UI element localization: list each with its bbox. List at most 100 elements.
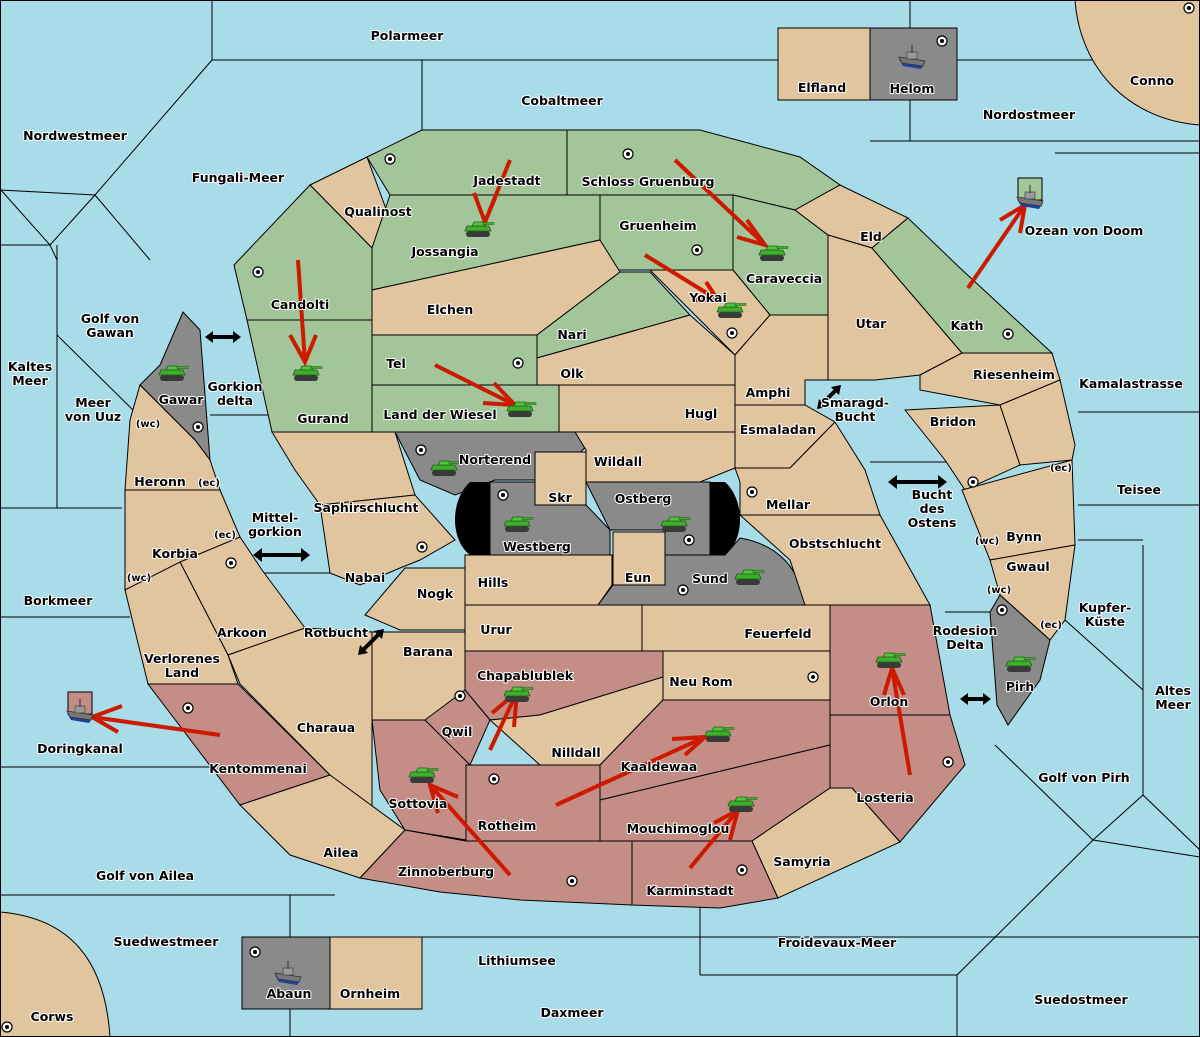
land-label-orlon: Orlon — [870, 694, 909, 709]
land-label-elchen: Elchen — [427, 302, 474, 317]
tank-icon[interactable] — [758, 245, 789, 261]
land-label-arkoon: Arkoon — [217, 625, 267, 640]
sea-label-fungali: Fungali-Meer — [192, 170, 285, 185]
land-label-wiesel: Land der Wiesel — [383, 407, 496, 422]
land-gwaul[interactable] — [989, 544, 1076, 641]
sea-label-mittelgorkion: Mittel-gorkion — [248, 510, 302, 539]
land-ornheim[interactable] — [329, 936, 423, 1010]
supply-center-icon — [415, 444, 427, 456]
land-feuerfeld[interactable] — [641, 604, 831, 652]
tank-icon[interactable] — [464, 221, 495, 237]
supply-center-icon — [416, 541, 428, 553]
tank-icon[interactable] — [506, 401, 537, 417]
tunnel-east — [710, 482, 740, 555]
sea-label-cobaltmeer: Cobaltmeer — [521, 93, 603, 108]
land-label-jadestadt: Jadestadt — [472, 173, 540, 188]
tank-icon[interactable] — [503, 516, 534, 532]
land-nabai[interactable] — [319, 494, 456, 586]
tank-icon[interactable] — [503, 686, 534, 702]
land-label-elfland: Elfland — [798, 80, 846, 95]
land-label-esmaladan: Esmaladan — [740, 422, 816, 437]
land-label-losteria: Losteria — [856, 790, 913, 805]
land-samyria[interactable] — [751, 787, 901, 899]
tank-icon[interactable] — [704, 726, 735, 742]
land-bridon[interactable] — [904, 404, 1021, 491]
sea-label-nordwestmeer: Nordwestmeer — [23, 128, 128, 143]
sea-label-smaragd: Smaragd-Bucht — [821, 395, 889, 424]
land-label-zinnoberburg: Zinnoberburg — [398, 864, 494, 879]
tank-icon[interactable] — [734, 569, 765, 585]
land-kath[interactable] — [871, 217, 1054, 354]
land-label-mellar: Mellar — [766, 497, 811, 512]
double-arrow-icon — [817, 385, 841, 409]
supply-center-icon — [1, 1021, 13, 1033]
land-label-ailea: Ailea — [323, 845, 358, 860]
supply-center-icon — [252, 266, 264, 278]
supply-center-icon — [488, 773, 500, 785]
land-rotheim[interactable] — [465, 764, 601, 842]
order-arrow — [688, 808, 740, 870]
tunnel-west — [455, 482, 490, 555]
tank-icon[interactable] — [660, 516, 691, 532]
land-label-hills: Hills — [478, 575, 509, 590]
supply-center-icon — [996, 604, 1008, 616]
land-eun[interactable] — [612, 531, 666, 586]
land-label-charaua: Charaua — [297, 720, 355, 735]
land-mellar[interactable] — [734, 421, 881, 516]
ship-icon[interactable] — [898, 45, 926, 69]
land-label-kaaldewaa: Kaaldewaa — [621, 759, 698, 774]
tank-icon[interactable] — [158, 365, 189, 381]
land-label-rotheim: Rotheim — [478, 818, 537, 833]
land-label-qwil: Qwil — [442, 724, 473, 739]
land-elfland[interactable] — [777, 27, 871, 101]
land-label-conno: Conno — [1130, 73, 1175, 88]
ship-icon[interactable] — [1016, 185, 1044, 209]
tank-icon[interactable] — [875, 652, 906, 668]
sea-label-suedwestmeer: Suedwestmeer — [114, 934, 220, 949]
coast-label: (ec) — [198, 478, 220, 489]
double-arrow-icon — [960, 693, 991, 705]
supply-center-icon — [746, 486, 758, 498]
order-arrow — [890, 667, 912, 776]
double-arrow-icon — [253, 548, 310, 562]
land-corws[interactable] — [0, 911, 111, 1037]
land-label-neurom: Neu Rom — [669, 674, 732, 689]
sea-label-teisee: Teisee — [1117, 482, 1161, 497]
order-arrow — [296, 259, 307, 363]
adjacency-arrows — [205, 331, 991, 705]
sea-label-borkmeer: Borkmeer — [24, 593, 94, 608]
supply-center-icon — [677, 584, 689, 596]
tank-icon[interactable] — [1005, 656, 1036, 672]
order-arrow — [428, 783, 512, 877]
land-label-feuerfeld: Feuerfeld — [744, 626, 811, 641]
land-label-corws: Corws — [31, 1009, 74, 1024]
ship-icon[interactable] — [274, 961, 302, 985]
ship-icon[interactable] — [66, 699, 94, 723]
land-hugl[interactable] — [558, 384, 736, 433]
tank-icon[interactable] — [292, 365, 323, 381]
land-label-candolti: Candolti — [271, 297, 330, 312]
supply-center-icon — [192, 421, 204, 433]
land-conno[interactable] — [1074, 0, 1200, 126]
order-arrow — [966, 203, 1027, 290]
land-neurom[interactable] — [662, 650, 831, 702]
land-label-kentommenai: Kentommenai — [209, 761, 307, 776]
tank-icon[interactable] — [430, 460, 461, 476]
tank-icon[interactable] — [727, 796, 758, 812]
land-charaua[interactable] — [227, 627, 373, 847]
land-skr[interactable] — [534, 451, 587, 506]
tank-icon[interactable] — [716, 302, 747, 318]
supply-center-icon — [1183, 2, 1195, 14]
land-verlorenes[interactable] — [124, 561, 239, 685]
order-arrow — [91, 715, 221, 737]
coast-label: (wc) — [127, 573, 151, 584]
land-label-nabai: Nabai — [345, 570, 386, 585]
land-label-caraveccia: Caraveccia — [746, 271, 822, 286]
land-label-amphi: Amphi — [746, 385, 791, 400]
land-label-norterend: Norterend — [459, 452, 531, 467]
land-urur[interactable] — [464, 604, 643, 652]
tank-icon[interactable] — [408, 767, 439, 783]
land-label-saphir: Saphirschlucht — [314, 500, 419, 515]
land-karminstadt[interactable] — [631, 840, 779, 909]
